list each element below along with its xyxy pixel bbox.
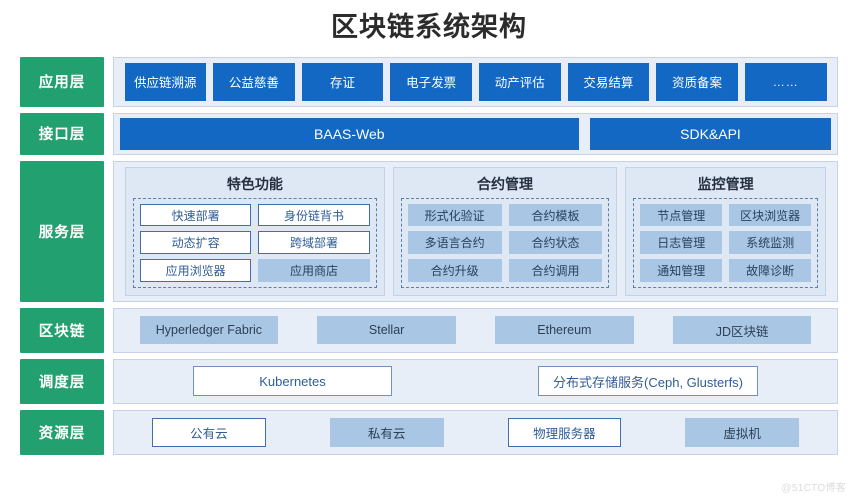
watermark: @51CTO博客 [781, 483, 846, 494]
layer-label-application: 应用层 [20, 56, 104, 107]
service-group-title-monitoring: 监控管理 [697, 175, 754, 192]
resource-item-physical-server[interactable]: 物理服务器 [507, 417, 622, 447]
service-item-system-monitoring[interactable]: 系统监测 [729, 231, 811, 255]
layer-label-scheduling: 调度层 [20, 358, 104, 404]
app-item-qualification-filing[interactable]: 资质备案 [656, 62, 738, 101]
scheduling-item-kubernetes[interactable]: Kubernetes [192, 366, 393, 397]
service-group-body-features: 快速部署 身份链背书 动态扩容 跨域部署 应用浏览器 应用商店 [133, 197, 377, 288]
service-item-fast-deploy[interactable]: 快速部署 [140, 203, 252, 227]
layer-label-blockchain: 区块链 [20, 307, 104, 353]
service-group-monitoring: 监控管理 节点管理 区块浏览器 日志管理 系统监测 通知管理 故障诊断 [625, 166, 826, 296]
layer-content-resource: 公有云 私有云 物理服务器 虚拟机 [113, 409, 838, 455]
layer-row-scheduling: 调度层 Kubernetes 分布式存储服务(Ceph, Glusterfs) [20, 358, 838, 404]
layer-label-resource: 资源层 [20, 409, 104, 455]
layer-label-interface: 接口层 [20, 112, 104, 155]
service-item-cross-domain-deploy[interactable]: 跨域部署 [258, 231, 370, 255]
app-item-trade-settlement[interactable]: 交易结算 [567, 62, 650, 101]
service-group-contract: 合约管理 形式化验证 合约模板 多语言合约 合约状态 合约升级 合约调用 [392, 166, 618, 296]
service-item-node-management[interactable]: 节点管理 [640, 203, 723, 227]
blockchain-item-stellar[interactable]: Stellar [317, 316, 456, 345]
interface-item-sdk-api[interactable]: SDK&API [589, 117, 831, 150]
app-item-charity[interactable]: 公益慈善 [213, 62, 295, 101]
service-group-body-contract: 形式化验证 合约模板 多语言合约 合约状态 合约升级 合约调用 [400, 197, 610, 288]
layer-row-application: 应用层 供应链溯源 公益慈善 存证 电子发票 动产评估 交易结算 资质备案 …… [20, 56, 838, 107]
service-item-contract-state[interactable]: 合约状态 [508, 231, 603, 255]
service-item-notification-management[interactable]: 通知管理 [640, 259, 723, 282]
page-title: 区块链系统架构 [331, 12, 527, 42]
service-item-multi-language-contract[interactable]: 多语言合约 [407, 231, 502, 255]
layer-content-service: 特色功能 快速部署 身份链背书 动态扩容 跨域部署 应用浏览器 应用商店 合约管… [113, 160, 838, 302]
resource-item-public-cloud[interactable]: 公有云 [152, 417, 266, 447]
app-item-supply-chain[interactable]: 供应链溯源 [124, 62, 207, 101]
resource-item-private-cloud[interactable]: 私有云 [329, 417, 444, 447]
service-item-formal-verification[interactable]: 形式化验证 [407, 203, 502, 227]
service-item-identity-endorsement[interactable]: 身份链背书 [258, 203, 370, 227]
layer-row-interface: 接口层 BAAS-Web SDK&API [20, 112, 838, 155]
layer-content-application: 供应链溯源 公益慈善 存证 电子发票 动产评估 交易结算 资质备案 …… [113, 56, 838, 107]
service-item-contract-template[interactable]: 合约模板 [508, 203, 603, 227]
service-item-fault-diagnosis[interactable]: 故障诊断 [729, 259, 811, 282]
service-group-title-features: 特色功能 [226, 175, 283, 192]
service-group-title-contract: 合约管理 [477, 175, 534, 192]
interface-item-baas-web[interactable]: BAAS-Web [120, 117, 579, 150]
resource-item-virtual-machine[interactable]: 虚拟机 [685, 417, 799, 447]
layer-stack: 应用层 供应链溯源 公益慈善 存证 电子发票 动产评估 交易结算 资质备案 ……… [0, 56, 858, 455]
service-item-dynamic-scaling[interactable]: 动态扩容 [140, 231, 252, 255]
layer-content-scheduling: Kubernetes 分布式存储服务(Ceph, Glusterfs) [113, 358, 838, 404]
layer-row-blockchain: 区块链 Hyperledger Fabric Stellar Ethereum … [20, 307, 838, 353]
layer-row-resource: 资源层 公有云 私有云 物理服务器 虚拟机 [20, 409, 838, 455]
service-item-log-management[interactable]: 日志管理 [640, 231, 723, 255]
layer-content-blockchain: Hyperledger Fabric Stellar Ethereum JD区块… [113, 307, 838, 353]
app-item-evidence[interactable]: 存证 [301, 62, 384, 101]
blockchain-item-ethereum[interactable]: Ethereum [495, 316, 634, 345]
layer-row-service: 服务层 特色功能 快速部署 身份链背书 动态扩容 跨域部署 应用浏览器 应用商店… [20, 160, 838, 302]
layer-content-interface: BAAS-Web SDK&API [113, 112, 838, 155]
layer-label-service: 服务层 [20, 160, 104, 302]
service-item-app-browser[interactable]: 应用浏览器 [140, 259, 252, 282]
app-item-e-invoice[interactable]: 电子发票 [390, 62, 472, 101]
blockchain-item-hyperledger-fabric[interactable]: Hyperledger Fabric [139, 316, 279, 345]
service-item-app-store[interactable]: 应用商店 [258, 259, 370, 282]
blockchain-item-jd-blockchain[interactable]: JD区块链 [672, 316, 812, 345]
app-item-chattel-valuation[interactable]: 动产评估 [479, 62, 561, 101]
service-group-features: 特色功能 快速部署 身份链背书 动态扩容 跨域部署 应用浏览器 应用商店 [125, 166, 385, 296]
scheduling-item-distributed-storage[interactable]: 分布式存储服务(Ceph, Glusterfs) [538, 366, 759, 397]
app-item-more[interactable]: …… [744, 62, 827, 101]
service-item-contract-invoke[interactable]: 合约调用 [508, 259, 603, 282]
service-item-block-explorer[interactable]: 区块浏览器 [729, 203, 811, 227]
service-item-contract-upgrade[interactable]: 合约升级 [407, 259, 502, 282]
service-group-body-monitoring: 节点管理 区块浏览器 日志管理 系统监测 通知管理 故障诊断 [633, 197, 818, 288]
